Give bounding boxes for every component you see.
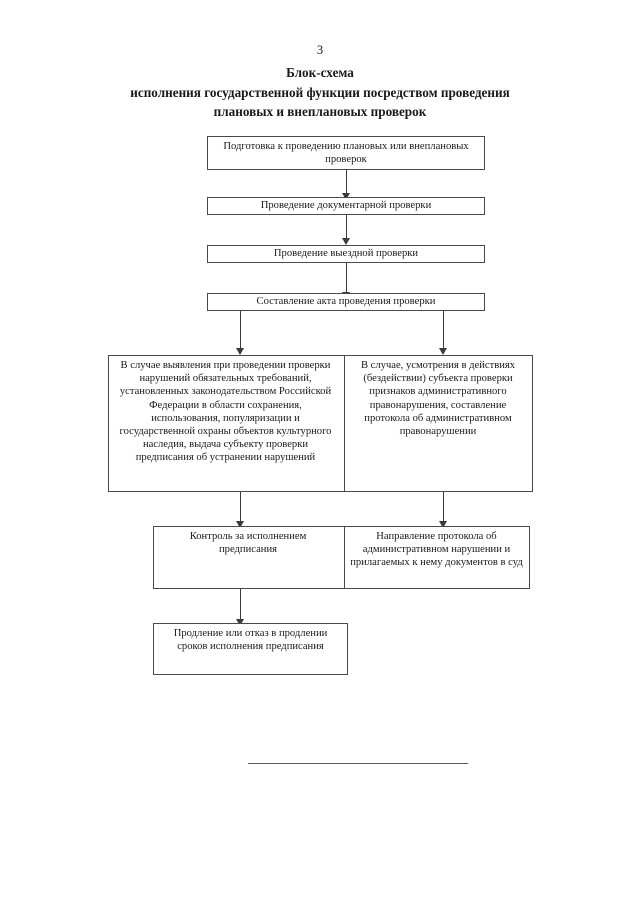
flow-node-inspection-act-label: Составление акта проведения проверки (256, 296, 436, 308)
connector-n3-n4 (346, 263, 347, 294)
flow-node-order-control: Контроль за исполнением предписания (153, 526, 343, 589)
flow-node-inspection-act: Составление акта проведения проверки (207, 293, 485, 311)
connector-n6-n8 (443, 492, 444, 525)
page-number: 3 (316, 43, 324, 57)
connector-n1-n2 (346, 170, 347, 195)
connector-n4-n6 (443, 311, 444, 351)
flow-node-order-control-label: Контроль за исполнением предписания (189, 531, 307, 556)
arrowhead-n2-n3 (342, 238, 350, 245)
connector-n5-n7 (240, 492, 241, 525)
connector-n4-n5 (240, 311, 241, 351)
flow-node-send-to-court-label: Направление протокола об административно… (350, 531, 523, 569)
pair-divider-followup (344, 527, 345, 588)
flow-node-deadline-extension: Продление или отказ в продлении сроков и… (153, 623, 348, 675)
flow-node-preparation-label: Подготовка к проведению плановых или вне… (223, 141, 469, 166)
title-line-1: Блок-схема (286, 65, 354, 80)
flow-node-documentary-check-label: Проведение документарной проверки (260, 200, 432, 212)
pair-divider-outcomes (344, 356, 345, 491)
document-title: Блок-схема исполнения государственной фу… (60, 63, 580, 122)
flow-node-violation-order-label: В случае выявления при проведении провер… (119, 360, 332, 464)
flow-node-administrative-protocol-label: В случае, усмотрения в действиях (бездей… (360, 360, 516, 438)
arrowhead-n4-n6 (439, 348, 447, 355)
flow-node-pair-followup (153, 526, 530, 589)
footer-divider-rule (248, 763, 468, 764)
flow-node-documentary-check: Проведение документарной проверки (207, 197, 485, 215)
arrowhead-n4-n5 (236, 348, 244, 355)
flow-node-deadline-extension-label: Продление или отказ в продлении сроков и… (173, 628, 328, 653)
flow-node-preparation: Подготовка к проведению плановых или вне… (207, 136, 485, 170)
flow-node-pair-outcomes (108, 355, 533, 492)
connector-n7-n9 (240, 589, 241, 623)
flow-node-send-to-court: Направление протокола об административно… (343, 526, 530, 589)
arrowhead-n1-n2 (342, 193, 350, 200)
flow-node-field-check-label: Проведение выездной проверки (273, 248, 419, 260)
arrowhead-n5-n7 (236, 521, 244, 528)
title-line-3: плановых и внеплановых проверок (213, 104, 427, 119)
title-line-2: исполнения государственной функции посре… (130, 84, 510, 100)
flow-node-field-check: Проведение выездной проверки (207, 245, 485, 263)
arrowhead-n7-n9 (236, 619, 244, 626)
flow-node-administrative-protocol: В случае, усмотрения в действиях (бездей… (343, 355, 533, 492)
connector-n2-n3 (346, 215, 347, 240)
arrowhead-n6-n8 (439, 521, 447, 528)
flow-node-violation-order: В случае выявления при проведении провер… (108, 355, 343, 492)
